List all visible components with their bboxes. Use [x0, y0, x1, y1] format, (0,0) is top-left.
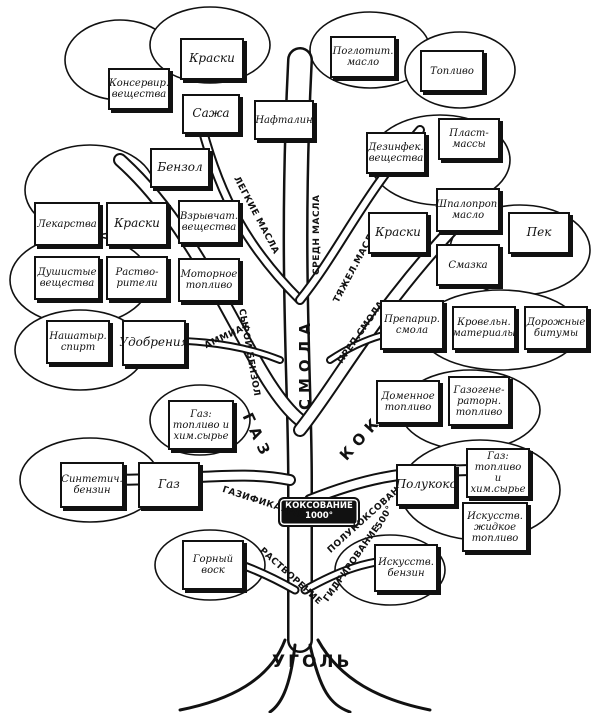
- product-box-solvents: Раство-рители: [106, 256, 168, 300]
- tree-branches: [94, 47, 487, 653]
- product-box-motor-fuel: Моторное топливо: [178, 258, 240, 302]
- product-box-absorbent-oil: Поглотит. масло: [330, 36, 396, 78]
- product-box-fuel-top: Топливо: [420, 50, 484, 92]
- product-box-preservatives: Консервир. вещества: [108, 68, 170, 110]
- product-box-gas-small: Газ: [138, 462, 200, 508]
- product-box-pitch: Пек: [508, 212, 570, 254]
- product-box-naphthalene: Нафталин: [254, 100, 314, 140]
- coking-temperature: 1000°: [305, 510, 333, 521]
- branch-label-tar: СМОЛА: [296, 317, 314, 410]
- product-box-paints-right: Краски: [368, 212, 428, 254]
- product-box-sleeper-oil: Шпалопроп. масло: [436, 188, 500, 232]
- coking-label: КОКСОВАНИЕ: [285, 501, 353, 511]
- product-box-gas-fuel-right: Газ: топливо и хим.сырье: [466, 448, 530, 498]
- product-box-fragrances: Душистые вещества: [34, 256, 100, 300]
- product-box-ammonia-spirit: Нашатыр. спирт: [46, 320, 110, 364]
- product-box-lubricant: Смазка: [436, 244, 500, 286]
- product-box-plastics: Пласт-массы: [438, 118, 500, 160]
- tree-roots: [178, 638, 432, 713]
- product-box-fertilizers: Удобрения: [119, 320, 189, 366]
- branch-label-middle-oils: СРЕДН МАСЛА: [312, 194, 322, 276]
- product-box-prepared-tar: Препарир. смола: [380, 300, 444, 350]
- product-box-mineral-wax: Горный воск: [182, 540, 244, 590]
- product-box-semi-coke: Полукокс: [396, 464, 456, 506]
- product-box-roofing-materials: Кровельн. материалы: [452, 306, 516, 350]
- coking-badge: КОКСОВАНИЕ 1000°: [278, 497, 360, 527]
- product-box-synthetic-gasoline-right: Искусств. бензин: [374, 544, 438, 592]
- product-box-synthetic-gasoline: Синтетич. бензин: [60, 462, 124, 508]
- product-box-gas-fuel-left: Газ: топливо и хим.сырье: [168, 400, 234, 450]
- product-box-blast-furnace-fuel: Доменное топливо: [376, 380, 440, 424]
- product-box-disinfectants: Дезинфек. вещества: [366, 132, 426, 174]
- product-box-paints-left: Краски: [106, 202, 168, 246]
- root-label-coal: УГОЛЬ: [272, 652, 353, 672]
- product-box-paints-top: Краски: [180, 38, 244, 80]
- product-box-soot: Сажа: [182, 94, 240, 134]
- product-box-synthetic-liquid-fuel: Искусств. жидкое топливо: [462, 502, 528, 552]
- product-box-gas-generator-fuel: Газогене-раторн. топливо: [448, 376, 510, 426]
- product-box-benzol: Бензол: [150, 148, 210, 188]
- product-box-road-bitumen: Дорожные битумы: [524, 306, 588, 350]
- product-box-medicines: Лекарства: [34, 202, 100, 246]
- product-box-explosives: Взрывчат. вещества: [178, 200, 240, 244]
